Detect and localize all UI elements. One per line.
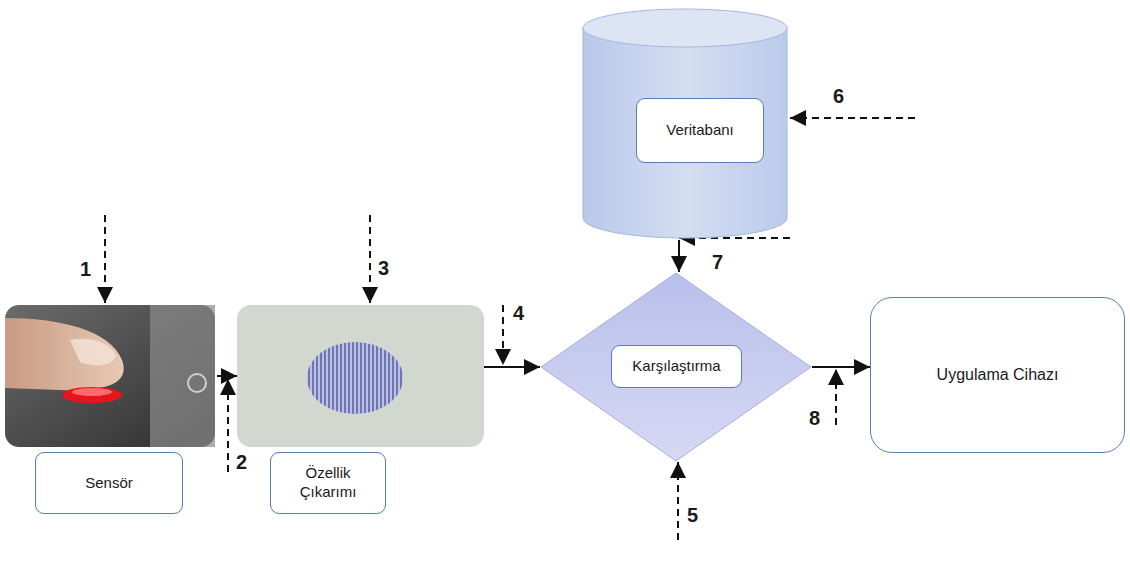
- cylinder-body: [583, 28, 787, 238]
- callout-number: 6: [833, 86, 844, 106]
- callout-number: 2: [236, 452, 247, 472]
- node-label: Uygulama Cihazı: [937, 365, 1059, 385]
- attack-arrow: [835, 369, 837, 425]
- label-box: Özellik Çıkarımı: [270, 452, 386, 514]
- attack-arrow: [369, 215, 371, 303]
- attack-arrow: [677, 462, 679, 540]
- label-box: Veritabanı: [636, 98, 764, 163]
- callout-number: 8: [809, 408, 820, 428]
- attack-arrow: [790, 117, 915, 119]
- flow-arrow: [812, 366, 870, 368]
- callout-number: 7: [712, 252, 723, 272]
- attack-arrow: [104, 215, 106, 303]
- label-box: Sensör: [35, 452, 183, 514]
- decision-diamond: Karşılaştırma: [540, 272, 812, 462]
- callout-number: 1: [80, 259, 91, 279]
- flow-arrow: [217, 375, 237, 377]
- database-cylinder: Veritabanı: [582, 8, 788, 240]
- diamond-shape: [541, 273, 811, 461]
- attack-arrow: [227, 379, 229, 472]
- label-box: Karşılaştırma: [611, 345, 742, 388]
- node-label: Veritabanı: [666, 121, 734, 140]
- sensor-node: Sensör: [5, 303, 217, 517]
- node-label: Özellik Çıkarımı: [279, 464, 377, 502]
- flow-arrow: [678, 240, 680, 272]
- application-box: Uygulama Cihazı: [870, 297, 1125, 453]
- fingerprint-image: [237, 305, 484, 447]
- sensor-photo: [5, 305, 215, 447]
- node-label: Karşılaştırma: [632, 357, 720, 376]
- callout-number: 5: [687, 505, 698, 525]
- callout-number: 4: [513, 303, 524, 323]
- callout-number: 3: [378, 258, 389, 278]
- node-label: Sensör: [85, 474, 133, 493]
- feature-extraction-node: Özellik Çıkarımı: [237, 303, 484, 517]
- attack-arrows: [105, 118, 915, 540]
- flow-arrow: [484, 366, 540, 368]
- attack-arrow: [502, 305, 504, 365]
- cylinder-top: [583, 9, 787, 47]
